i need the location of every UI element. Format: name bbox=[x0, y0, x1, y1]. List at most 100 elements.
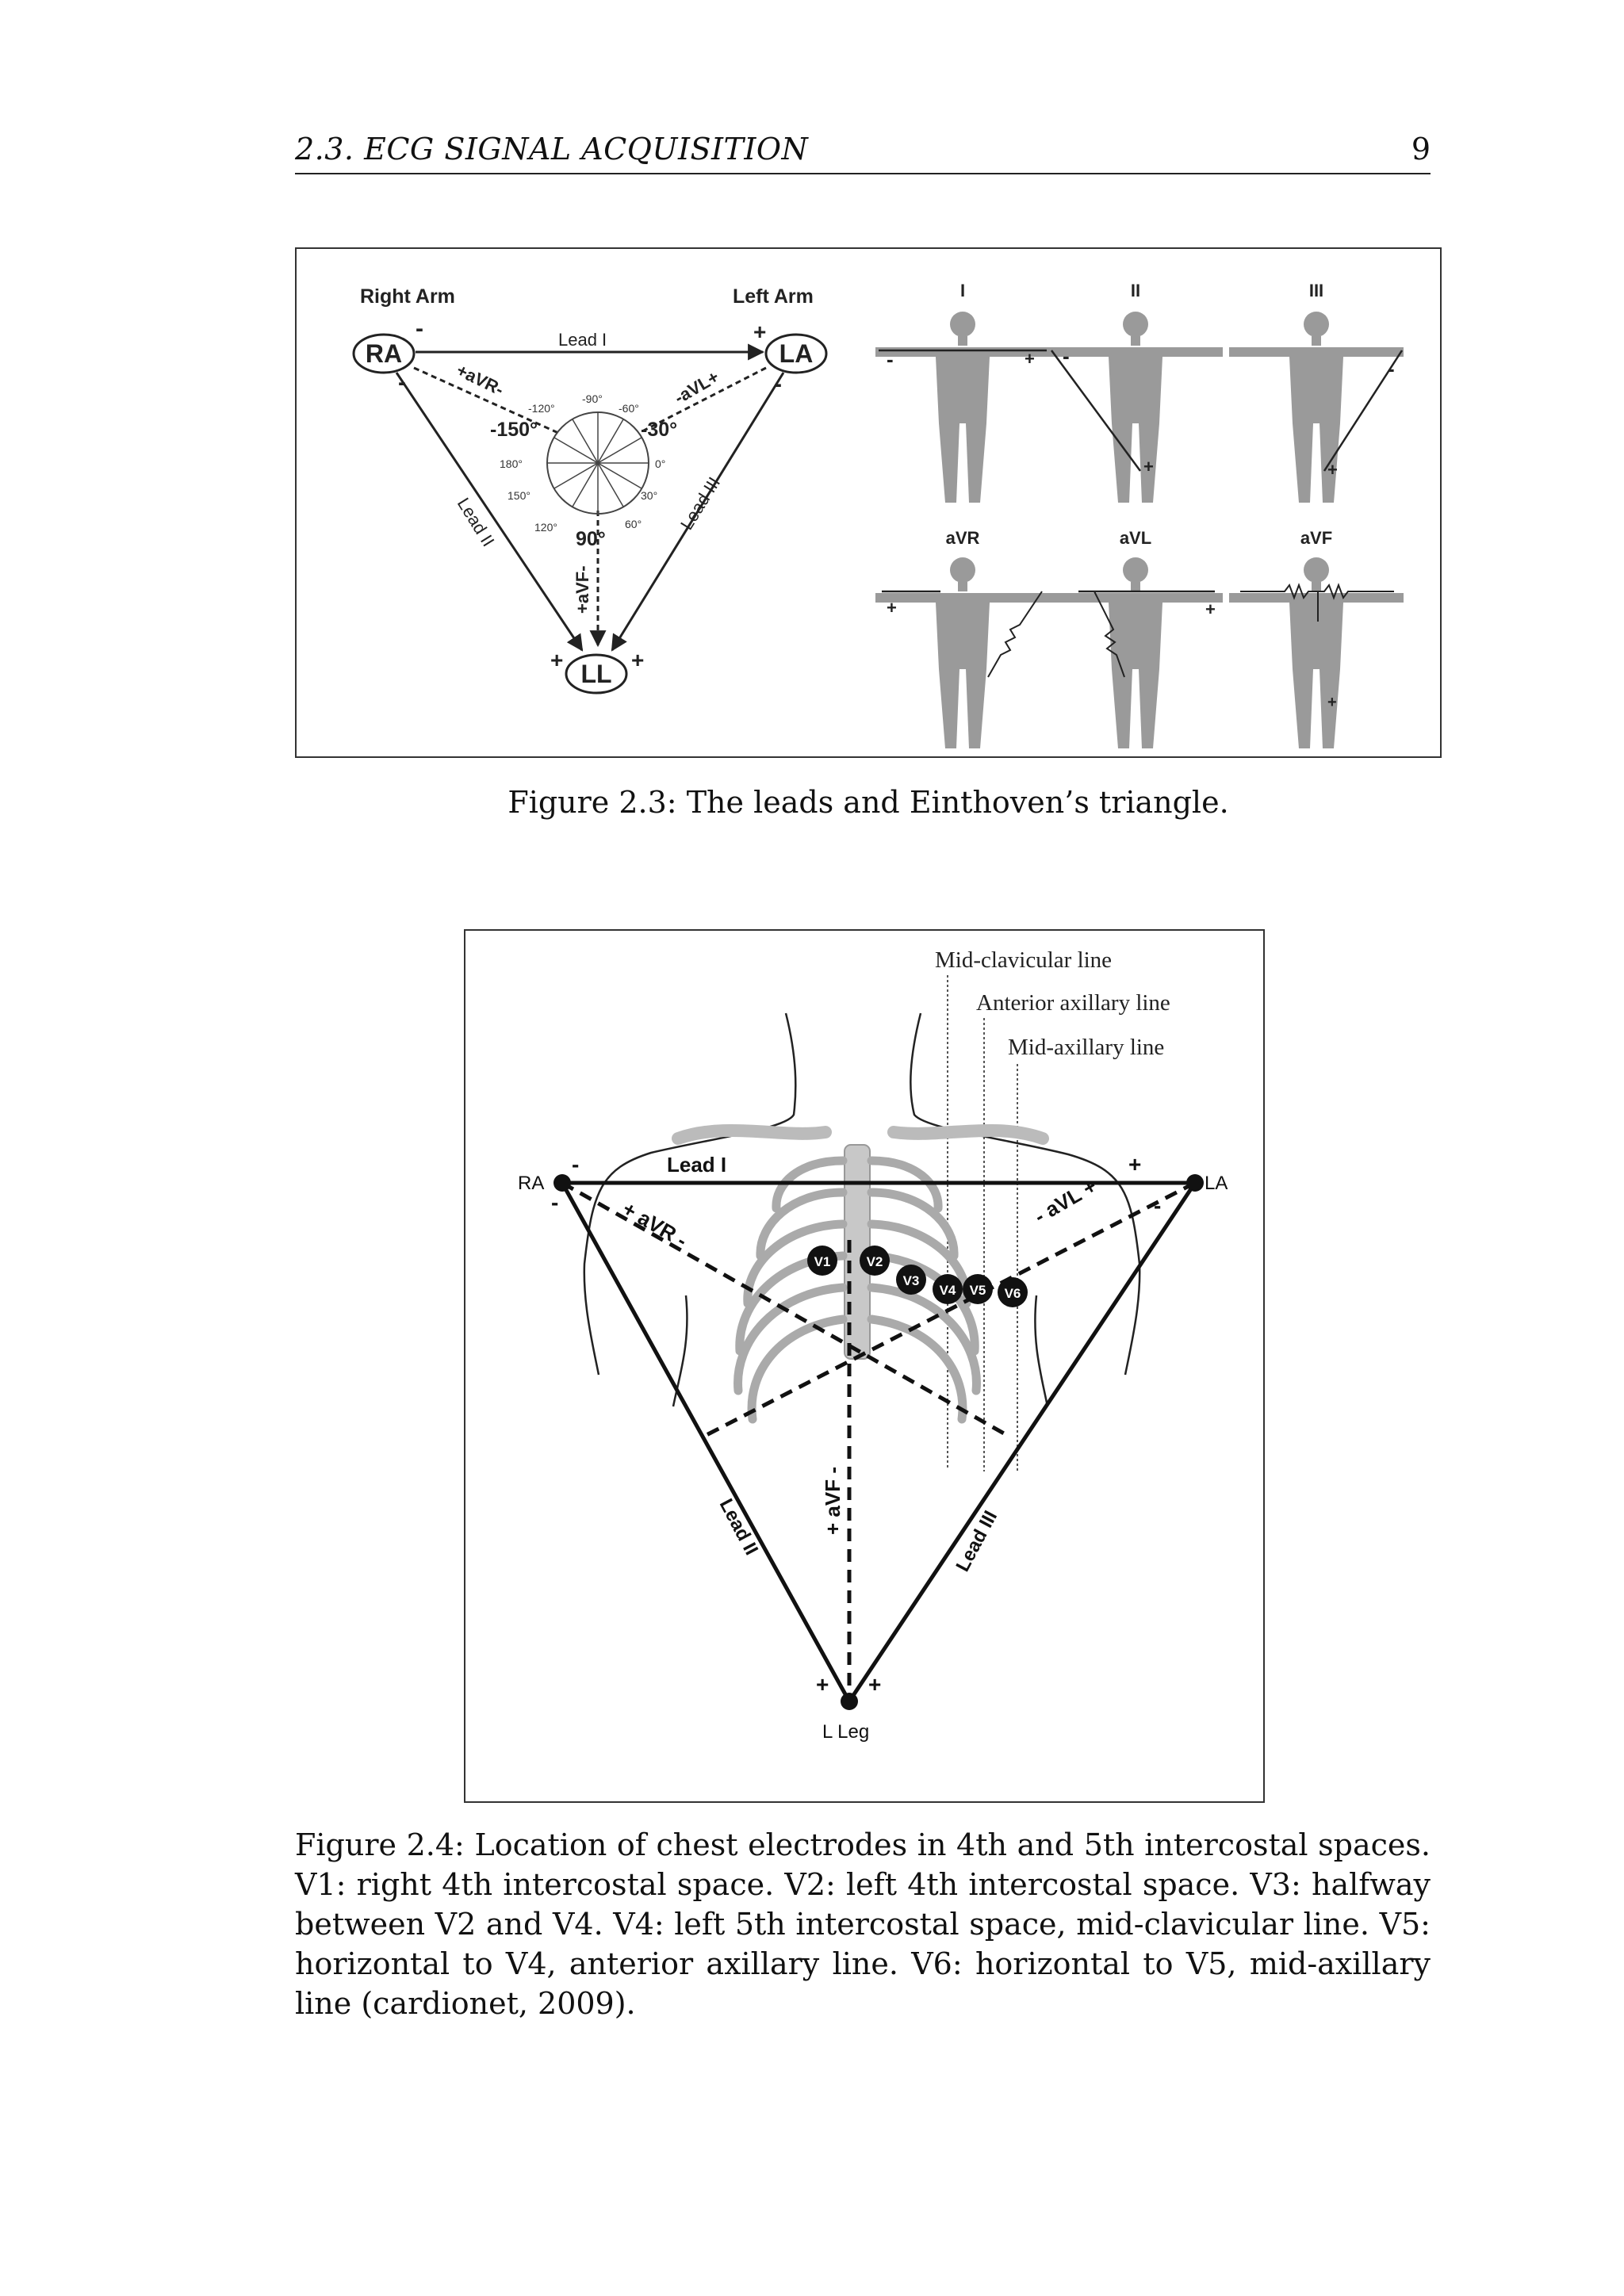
avf-label: +aVF- bbox=[573, 565, 592, 614]
left-clavicle bbox=[887, 1123, 1049, 1145]
panel-lead-3-label: III bbox=[1309, 281, 1323, 300]
ra-minus-2: - bbox=[398, 369, 406, 396]
figure-2-3-caption: Figure 2.3: The leads and Einthoven’s tr… bbox=[508, 785, 1229, 820]
panel2-plus: + bbox=[1143, 457, 1154, 476]
lead2-line bbox=[560, 1181, 852, 1703]
v1-electrode: V1 bbox=[807, 1246, 837, 1276]
v6-label: V6 bbox=[1005, 1286, 1021, 1301]
lead2-label: Lead II bbox=[454, 494, 499, 549]
panel-avl-label: aVL bbox=[1120, 528, 1151, 548]
v4-electrode: V4 bbox=[933, 1274, 963, 1304]
l-leg-label: L Leg bbox=[822, 1721, 869, 1743]
ll-text: LL bbox=[580, 660, 611, 688]
section-title: 2.3. ECG SIGNAL ACQUISITION bbox=[295, 132, 809, 166]
angle-m120: -120° bbox=[528, 402, 555, 415]
lead3-chest-label: Lead III bbox=[952, 1507, 1002, 1575]
ra-minus-2: - bbox=[551, 1190, 558, 1215]
la-plus: + bbox=[1128, 1152, 1141, 1177]
la-text: LA bbox=[779, 339, 814, 368]
v2-electrode: V2 bbox=[860, 1246, 890, 1276]
la-electrode bbox=[1186, 1174, 1204, 1192]
v3-label: V3 bbox=[903, 1273, 920, 1288]
einthoven-diagram: Right Arm Left Arm RA LA LL Lead I Lead … bbox=[352, 281, 1404, 748]
ra-electrode bbox=[553, 1174, 571, 1192]
human-silhouette bbox=[1048, 312, 1223, 503]
ll-plus-right: + bbox=[631, 648, 644, 672]
v5-electrode: V5 bbox=[963, 1274, 993, 1304]
panel-avr: aVR + bbox=[875, 528, 1050, 748]
ra-text: RA bbox=[366, 339, 402, 368]
panel1-plus: + bbox=[1025, 349, 1035, 369]
angle-180: 180° bbox=[500, 457, 523, 470]
avl-label: -aVL+ bbox=[671, 366, 722, 408]
lead1-label: Lead I bbox=[558, 330, 607, 350]
v2-label: V2 bbox=[867, 1254, 883, 1269]
la-minus: - bbox=[1154, 1193, 1161, 1218]
mid-axillary-label: Mid-axillary line bbox=[1008, 1035, 1164, 1060]
la-label: LA bbox=[1205, 1173, 1228, 1194]
panel-lead-2-label: II bbox=[1131, 281, 1140, 300]
panel-avr-label: aVR bbox=[946, 528, 980, 548]
panel-avr-plus: + bbox=[887, 598, 897, 618]
running-header: 2.3. ECG SIGNAL ACQUISITION 9 bbox=[295, 132, 1431, 174]
human-silhouette bbox=[1229, 557, 1404, 748]
panel-avl: aVL + bbox=[1048, 528, 1223, 748]
panel-lead-2: II - + bbox=[1048, 281, 1223, 503]
figure-2-4-caption: Figure 2.4: Location of chest electrodes… bbox=[295, 1827, 1431, 2021]
page-number: 9 bbox=[1411, 132, 1431, 166]
ra-node bbox=[352, 333, 416, 374]
avr-chest-label: + aVR - bbox=[619, 1196, 691, 1252]
avr-label: +aVR- bbox=[454, 360, 508, 400]
panel-avf-plus: + bbox=[1327, 694, 1337, 711]
avr-dashed-line bbox=[561, 1181, 1011, 1439]
lead3-line bbox=[847, 1181, 1197, 1703]
ll-node bbox=[565, 653, 628, 695]
left-arm-label: Left Arm bbox=[733, 285, 814, 308]
torso-outline bbox=[583, 1012, 1141, 1407]
chest-electrode-diagram: Mid-clavicular line Anterior axillary li… bbox=[518, 947, 1228, 1743]
panel-lead-3: III - + bbox=[1229, 281, 1404, 503]
panel3-plus: + bbox=[1327, 460, 1338, 480]
panel2-minus: - bbox=[1063, 344, 1070, 368]
avr-dashed bbox=[413, 366, 559, 434]
mid-clavicular-label: Mid-clavicular line bbox=[935, 947, 1112, 973]
leg-electrode bbox=[841, 1693, 858, 1710]
leg-plus-right: + bbox=[868, 1672, 881, 1697]
panel1-minus: - bbox=[887, 347, 894, 371]
angle-150: 150° bbox=[508, 489, 530, 502]
ra-minus: - bbox=[572, 1152, 579, 1177]
la-node bbox=[764, 333, 828, 374]
avf-chest-label: + aVF - bbox=[821, 1467, 845, 1535]
angle-30: 30° bbox=[641, 489, 657, 502]
figure-chest-electrodes: Mid-clavicular line Anterior axillary li… bbox=[464, 929, 1265, 1803]
lead1-chest-label: Lead I bbox=[667, 1153, 726, 1177]
figure-einthoven-triangle: Right Arm Left Arm RA LA LL Lead I Lead … bbox=[295, 247, 1442, 758]
angle-m30: -30° bbox=[641, 419, 677, 441]
v4-label: V4 bbox=[940, 1283, 956, 1298]
angle-m90: -90° bbox=[582, 392, 603, 405]
v3-electrode: V3 bbox=[896, 1265, 926, 1295]
avl-dashed-line bbox=[702, 1181, 1197, 1439]
human-silhouette bbox=[875, 557, 1050, 748]
la-plus: + bbox=[753, 320, 766, 344]
lead2-arrow bbox=[395, 372, 584, 652]
right-arm-label: Right Arm bbox=[360, 285, 455, 308]
human-silhouette bbox=[1048, 557, 1223, 748]
angle-60: 60° bbox=[625, 518, 642, 530]
panel-lead-1: I - + bbox=[875, 281, 1050, 503]
panel-avl-plus: + bbox=[1205, 599, 1216, 619]
panel-avf-label: aVF bbox=[1300, 528, 1332, 548]
la-minus: - bbox=[774, 371, 782, 397]
ra-label: RA bbox=[518, 1173, 544, 1194]
right-clavicle bbox=[672, 1123, 832, 1145]
panel-avf: aVF + bbox=[1229, 528, 1404, 748]
lead3-label: Lead III bbox=[676, 473, 724, 533]
v1-label: V1 bbox=[814, 1254, 831, 1269]
hexaxial-wheel bbox=[546, 411, 649, 515]
ll-plus-left: + bbox=[550, 648, 563, 672]
v6-electrode: V6 bbox=[998, 1277, 1028, 1307]
human-silhouette bbox=[1229, 312, 1404, 503]
panel-lead-1-label: I bbox=[960, 281, 965, 300]
lead3-arrow bbox=[611, 372, 785, 652]
angle-120: 120° bbox=[534, 521, 557, 534]
